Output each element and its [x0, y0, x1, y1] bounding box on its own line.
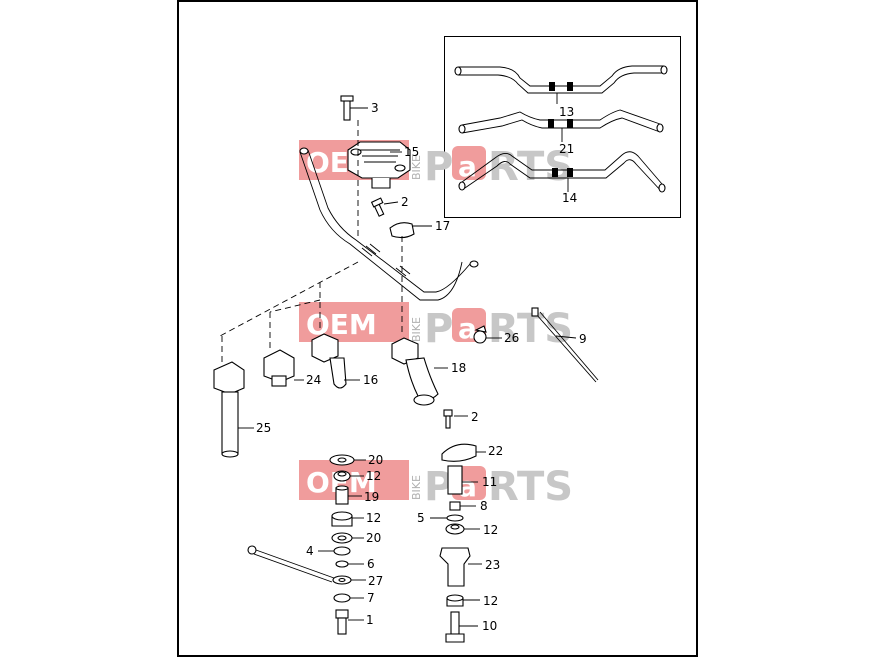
handlebar-21 — [458, 109, 664, 134]
callout-2-lower: 2 — [471, 410, 479, 424]
callout-15: 15 — [404, 145, 419, 159]
callout-6: 6 — [367, 557, 375, 571]
callout-20: 20 — [366, 531, 381, 545]
clamp-17 — [389, 222, 415, 239]
callout-25: 25 — [256, 421, 271, 435]
ground-strap — [247, 545, 335, 583]
callout-8: 8 — [480, 499, 488, 513]
callout-20: 20 — [368, 453, 383, 467]
bushing-12-a — [333, 470, 351, 482]
bolt-3 — [340, 95, 354, 121]
watermark-bike-text: BIKE — [410, 155, 423, 180]
washer-5 — [446, 514, 464, 522]
leader-lines — [238, 107, 577, 627]
bushing-12-b — [331, 511, 353, 527]
callout-19: 19 — [364, 490, 379, 504]
riser-25 — [213, 361, 245, 458]
callout-22: 22 — [488, 444, 503, 458]
callout-1: 1 — [366, 613, 374, 627]
callout-7: 7 — [367, 591, 375, 605]
callout-12: 12 — [366, 511, 381, 525]
handlebar-13 — [454, 65, 668, 94]
watermark-rts-text: RTS — [488, 306, 573, 352]
stud-10 — [445, 611, 465, 643]
sleeve-19 — [335, 485, 349, 505]
washer-7 — [333, 593, 351, 603]
callout-21: 21 — [559, 142, 574, 156]
callout-13: 13 — [559, 105, 574, 119]
bolt-2-upper — [370, 197, 385, 217]
bushing-12-d — [446, 594, 464, 607]
callout-24: 24 — [306, 373, 321, 387]
cap-22 — [441, 443, 477, 462]
callout-18: 18 — [451, 361, 466, 375]
bushing-12-c — [445, 523, 465, 535]
riser-18 — [391, 337, 439, 406]
handlebar-variants-inset — [444, 36, 681, 218]
callout-4: 4 — [306, 544, 314, 558]
nut-8 — [449, 501, 461, 511]
bolt-1 — [335, 609, 349, 635]
riser-24 — [263, 349, 295, 387]
washer-4 — [333, 546, 351, 556]
washer-20-top — [329, 454, 355, 466]
callout-2: 2 — [401, 195, 409, 209]
callout-5: 5 — [417, 511, 425, 525]
watermark-top: OEM BIKE P a RTS — [299, 140, 573, 190]
switch-26 — [473, 325, 487, 344]
main-handlebar — [299, 147, 479, 301]
washer-6 — [335, 560, 349, 568]
callout-12: 12 — [483, 523, 498, 537]
callout-27: 27 — [368, 574, 383, 588]
watermark-a-text: a — [458, 312, 477, 345]
spring-11 — [447, 465, 463, 495]
callout-labels: 3 15 2 17 13 21 14 26 9 24 16 18 25 2 20… — [256, 101, 587, 633]
washer-27 — [332, 575, 352, 585]
callout-10: 10 — [482, 619, 497, 633]
watermark-bike-text: BIKE — [410, 317, 423, 342]
watermark-oem-text: OEM — [306, 308, 377, 341]
callout-3: 3 — [371, 101, 379, 115]
fork-clamp-23 — [439, 547, 471, 587]
riser-clamp-15 — [347, 141, 411, 189]
callout-26: 26 — [504, 331, 519, 345]
callout-9: 9 — [579, 332, 587, 346]
callout-11: 11 — [482, 475, 497, 489]
watermark-a-text: a — [458, 470, 477, 503]
bolt-2-lower — [443, 409, 453, 429]
watermark-rts-text: RTS — [488, 464, 573, 510]
riser-16 — [311, 333, 347, 389]
watermark-p-text: P — [424, 306, 453, 352]
callout-16: 16 — [363, 373, 378, 387]
callout-17: 17 — [435, 219, 450, 233]
washer-20-bottom — [331, 532, 353, 544]
watermark-p-text: P — [424, 144, 453, 190]
watermark-bike-text: BIKE — [410, 475, 423, 500]
callout-12: 12 — [483, 594, 498, 608]
callout-14: 14 — [562, 191, 577, 205]
callout-23: 23 — [485, 558, 500, 572]
cable-9 — [531, 307, 599, 383]
callout-12: 12 — [366, 469, 381, 483]
diagram-frame — [177, 0, 698, 657]
watermark-rts-text: RTS — [488, 144, 573, 190]
